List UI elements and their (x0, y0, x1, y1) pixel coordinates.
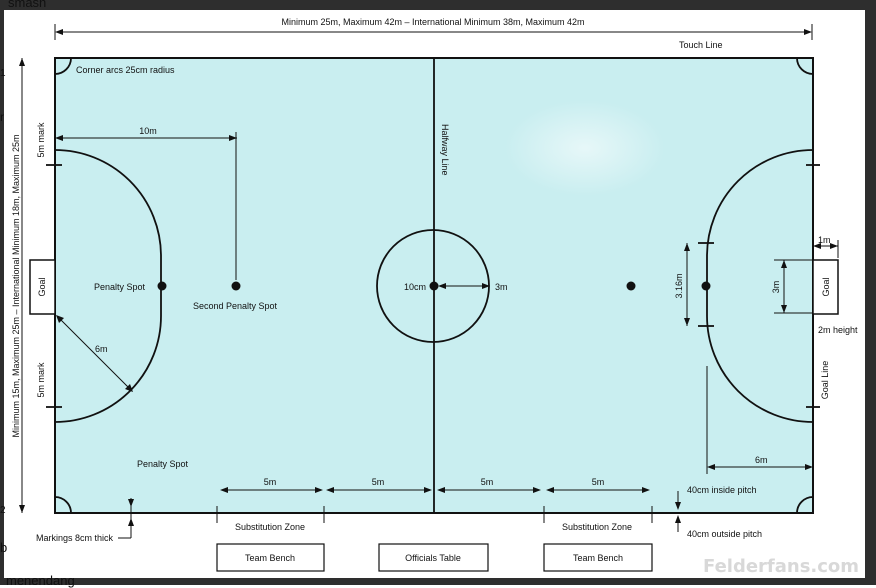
six-m-arrow-start (56, 315, 64, 323)
background-text-top: smash (8, 0, 47, 10)
one-m-label: 1m (818, 235, 831, 245)
sub-arrow-4-right (642, 487, 650, 493)
six-m-right-label: 6m (755, 455, 768, 465)
background-text-bottom: menendang (6, 573, 75, 588)
ten-m-arrow-left (55, 135, 63, 141)
team-bench-left-box (216, 543, 325, 572)
goal-line-label: Goal Line (820, 361, 830, 400)
penalty-spot-left (157, 281, 167, 291)
top-dimension-arrow-right (804, 29, 812, 35)
side-dimension-arrow-bottom (19, 505, 25, 513)
halfway-line-label: Halfway Line (440, 124, 450, 176)
top-dimension-label: Minimum 25m, Maximum 42m – International… (281, 17, 584, 27)
outside-pitch-arrow (675, 515, 681, 523)
sub-arrow-2-right (424, 487, 432, 493)
sub-arrow-3-right (533, 487, 541, 493)
goal-right-label: Goal (821, 277, 831, 296)
touch-line-label: Touch Line (679, 40, 723, 50)
five-m-label-3: 5m (481, 477, 494, 487)
two-m-height-label: 2m height (818, 325, 858, 335)
corner-arc-bottom-left (54, 496, 72, 514)
background-fragment-2: r (0, 110, 4, 124)
corner-arcs-label: Corner arcs 25cm radius (76, 65, 175, 75)
corner-arc-top-left (54, 57, 72, 75)
second-penalty-spot-right (626, 281, 636, 291)
second-penalty-spot-label: Second Penalty Spot (193, 301, 278, 311)
three-m-goal-label: 3m (771, 281, 781, 294)
three-sixteen-arrow-bottom (684, 318, 690, 326)
penalty-spot-bottom-label: Penalty Spot (137, 459, 189, 469)
five-m-label-2: 5m (372, 477, 385, 487)
officials-table-label: Officials Table (405, 553, 461, 563)
sub-zone-right-label: Substitution Zone (562, 522, 632, 532)
top-dimension-arrow-left (55, 29, 63, 35)
inside-pitch-label: 40cm inside pitch (687, 485, 757, 495)
markings-arrow-top (128, 499, 134, 507)
second-penalty-spot-left (231, 281, 241, 291)
sub-arrow-1-left (220, 487, 228, 493)
goal-depth-arrow-right (830, 243, 838, 249)
goal-left-label: Goal (37, 277, 47, 296)
six-m-radius-line (57, 316, 132, 391)
sub-arrow-3-left (437, 487, 445, 493)
five-m-mark-label-top: 5m mark (36, 122, 46, 158)
goal-depth-arrow-left (813, 243, 821, 249)
three-m-centre-label: 3m (495, 282, 508, 292)
three-sixteen-arrow-top (684, 243, 690, 251)
ten-m-arrow-right (229, 135, 237, 141)
centre-spot (429, 281, 439, 291)
ten-m-label: 10m (139, 126, 157, 136)
side-dimension-arrow-top (19, 58, 25, 66)
pitch-glare (505, 100, 665, 196)
corner-arc-top-right (796, 57, 814, 75)
watermark: Felderfans.com (703, 556, 859, 577)
centre-radius-arrow-right (482, 283, 490, 289)
goal-right (812, 259, 839, 315)
team-bench-right-label: Team Bench (573, 553, 623, 563)
side-dimension-label: Minimum 15m, Maximum 25m – International… (11, 134, 21, 437)
five-m-label-4: 5m (592, 477, 605, 487)
six-m-right-arrow-left (707, 464, 715, 470)
goal-width-arrow-bottom (781, 305, 787, 313)
markings-label: Markings 8cm thick (36, 533, 114, 543)
six-m-label: 6m (95, 344, 108, 354)
sub-arrow-2-left (326, 487, 334, 493)
five-m-label-1: 5m (264, 477, 277, 487)
penalty-spot-right (701, 281, 711, 291)
officials-table-box (378, 543, 489, 572)
background-fragment-4: b (0, 540, 8, 555)
team-bench-left-label: Team Bench (245, 553, 295, 563)
centre-radius-arrow-left (438, 283, 446, 289)
six-m-right-arrow-right (805, 464, 813, 470)
markings-arrow-bottom (128, 518, 134, 526)
background-fragment-1: 1 (0, 68, 6, 79)
corner-arc-bottom-right (796, 496, 814, 514)
penalty-spot-label: Penalty Spot (94, 282, 146, 292)
outside-pitch-label: 40cm outside pitch (687, 529, 762, 539)
background-fragment-3: 2 (0, 505, 6, 516)
six-m-arrow-end (125, 384, 133, 392)
inside-pitch-arrow (675, 502, 681, 510)
goal-left (29, 259, 56, 315)
three-sixteen-label: 3.16m (674, 273, 684, 298)
ten-cm-label: 10cm (404, 282, 426, 292)
five-m-mark-label-bottom: 5m mark (36, 362, 46, 398)
sub-arrow-4-left (546, 487, 554, 493)
sub-arrow-1-right (315, 487, 323, 493)
team-bench-right-box (543, 543, 653, 572)
sub-zone-left-label: Substitution Zone (235, 522, 305, 532)
goal-width-arrow-top (781, 260, 787, 268)
